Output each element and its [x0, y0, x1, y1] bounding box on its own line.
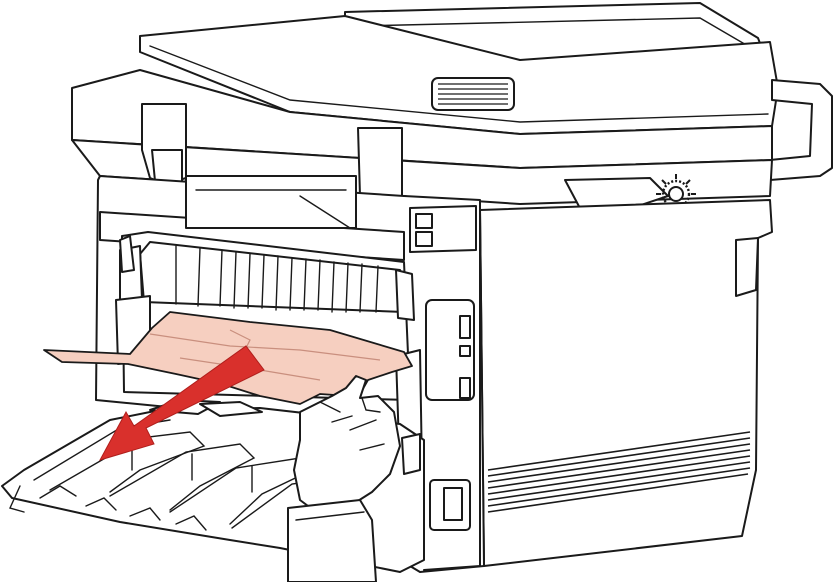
- printer-body-side: [479, 199, 773, 567]
- latch-detail: [119, 235, 421, 475]
- side-handle: [769, 79, 833, 181]
- scanner-lid: [139, 15, 779, 135]
- hand-icon: [287, 375, 401, 582]
- sun-icon: [656, 174, 696, 214]
- pull-arrow-icon: [98, 345, 265, 461]
